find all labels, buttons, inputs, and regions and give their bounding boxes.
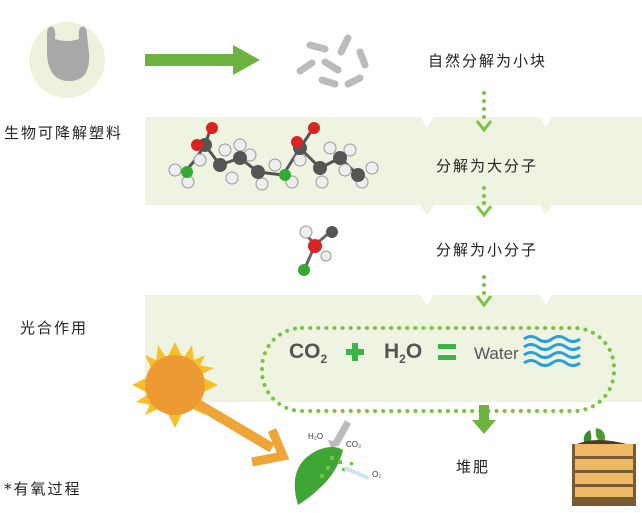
large-molecule-icon bbox=[168, 122, 379, 191]
sunlight-arrowhead bbox=[251, 428, 290, 467]
co2-text: CO2 bbox=[289, 340, 328, 367]
h2o-text: H2O bbox=[384, 340, 423, 367]
band-large-molecules bbox=[145, 117, 642, 215]
label-photosynthesis: 光合作用 bbox=[20, 319, 89, 337]
plastic-fragments-icon bbox=[296, 34, 369, 88]
label-biodegradable-plastic: 生物可降解塑料 bbox=[4, 124, 124, 142]
leaf-h2o-label: H₂O bbox=[308, 432, 324, 441]
label-aerobic-process: *有氧过程 bbox=[4, 480, 82, 498]
equation-pill bbox=[260, 326, 616, 413]
green-right-arrow bbox=[145, 45, 260, 75]
leaf-icon bbox=[294, 420, 369, 505]
plus-icon bbox=[346, 343, 364, 361]
equals-icon bbox=[438, 344, 456, 360]
water-waves-icon bbox=[523, 335, 581, 367]
compost-box-icon bbox=[572, 428, 636, 506]
sunlight-arrow bbox=[195, 399, 275, 453]
label-compost: 堆肥 bbox=[456, 458, 491, 476]
green-down-arrow bbox=[472, 405, 496, 434]
small-molecule-icon bbox=[298, 225, 338, 276]
plastic-bag-icon bbox=[29, 22, 105, 98]
leaf-o2-label: O₂ bbox=[372, 470, 382, 479]
leaf-co2-label: CO₂ bbox=[346, 440, 362, 449]
water-text: Water bbox=[474, 344, 519, 363]
label-natural-breakdown: 自然分解为小块 bbox=[428, 52, 548, 70]
label-large-molecules: 分解为大分子 bbox=[436, 157, 539, 175]
dotted-down-arrow bbox=[475, 91, 493, 308]
label-small-molecules: 分解为小分子 bbox=[436, 241, 539, 259]
band-photosynthesis bbox=[145, 295, 642, 402]
